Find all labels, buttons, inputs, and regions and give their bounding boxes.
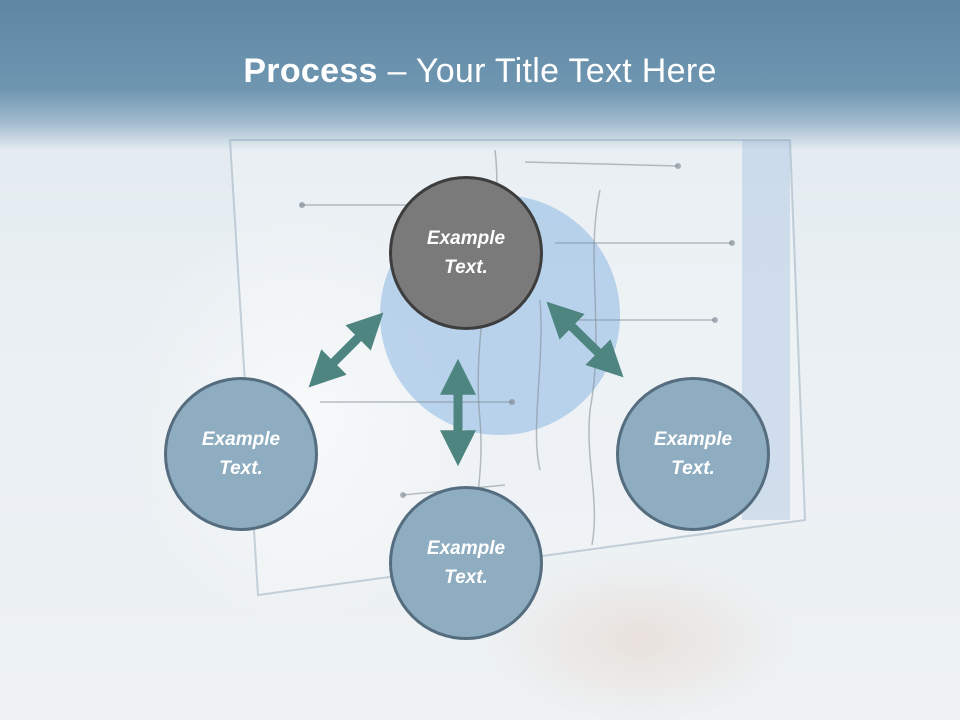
slide-title: Process – Your Title Text Here: [0, 52, 960, 91]
process-node-bottom[interactable]: Example Text.: [389, 486, 543, 640]
node-line1: Example: [653, 429, 733, 450]
process-node-top[interactable]: Example Text.: [389, 176, 543, 330]
arrow-top-right: [546, 301, 624, 378]
node-line2: Text.: [671, 458, 715, 479]
title-strong: Process: [243, 52, 378, 90]
process-node-right[interactable]: Example Text.: [616, 377, 770, 531]
node-line1: Example: [426, 228, 506, 249]
title-rest: – Your Title Text Here: [377, 52, 717, 90]
arrow-top-left: [308, 312, 384, 388]
process-node-left[interactable]: Example Text.: [164, 377, 318, 531]
node-line2: Text.: [219, 458, 263, 479]
node-line2: Text.: [444, 257, 488, 278]
node-line1: Example: [201, 429, 281, 450]
title-bar: [0, 0, 960, 150]
node-line1: Example: [426, 538, 506, 559]
node-line2: Text.: [444, 567, 488, 588]
